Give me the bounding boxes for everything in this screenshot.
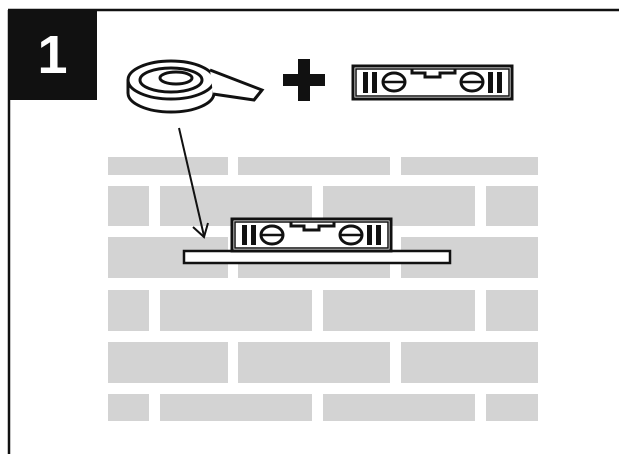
plus-icon xyxy=(283,59,325,101)
spirit-level-on-wall-icon xyxy=(232,219,391,251)
step-number-badge: 1 xyxy=(8,9,97,100)
tape-roll-icon xyxy=(128,61,262,112)
brick-wall-icon xyxy=(108,157,538,421)
tape-strip xyxy=(184,251,450,263)
spirit-level-icon xyxy=(353,66,512,99)
